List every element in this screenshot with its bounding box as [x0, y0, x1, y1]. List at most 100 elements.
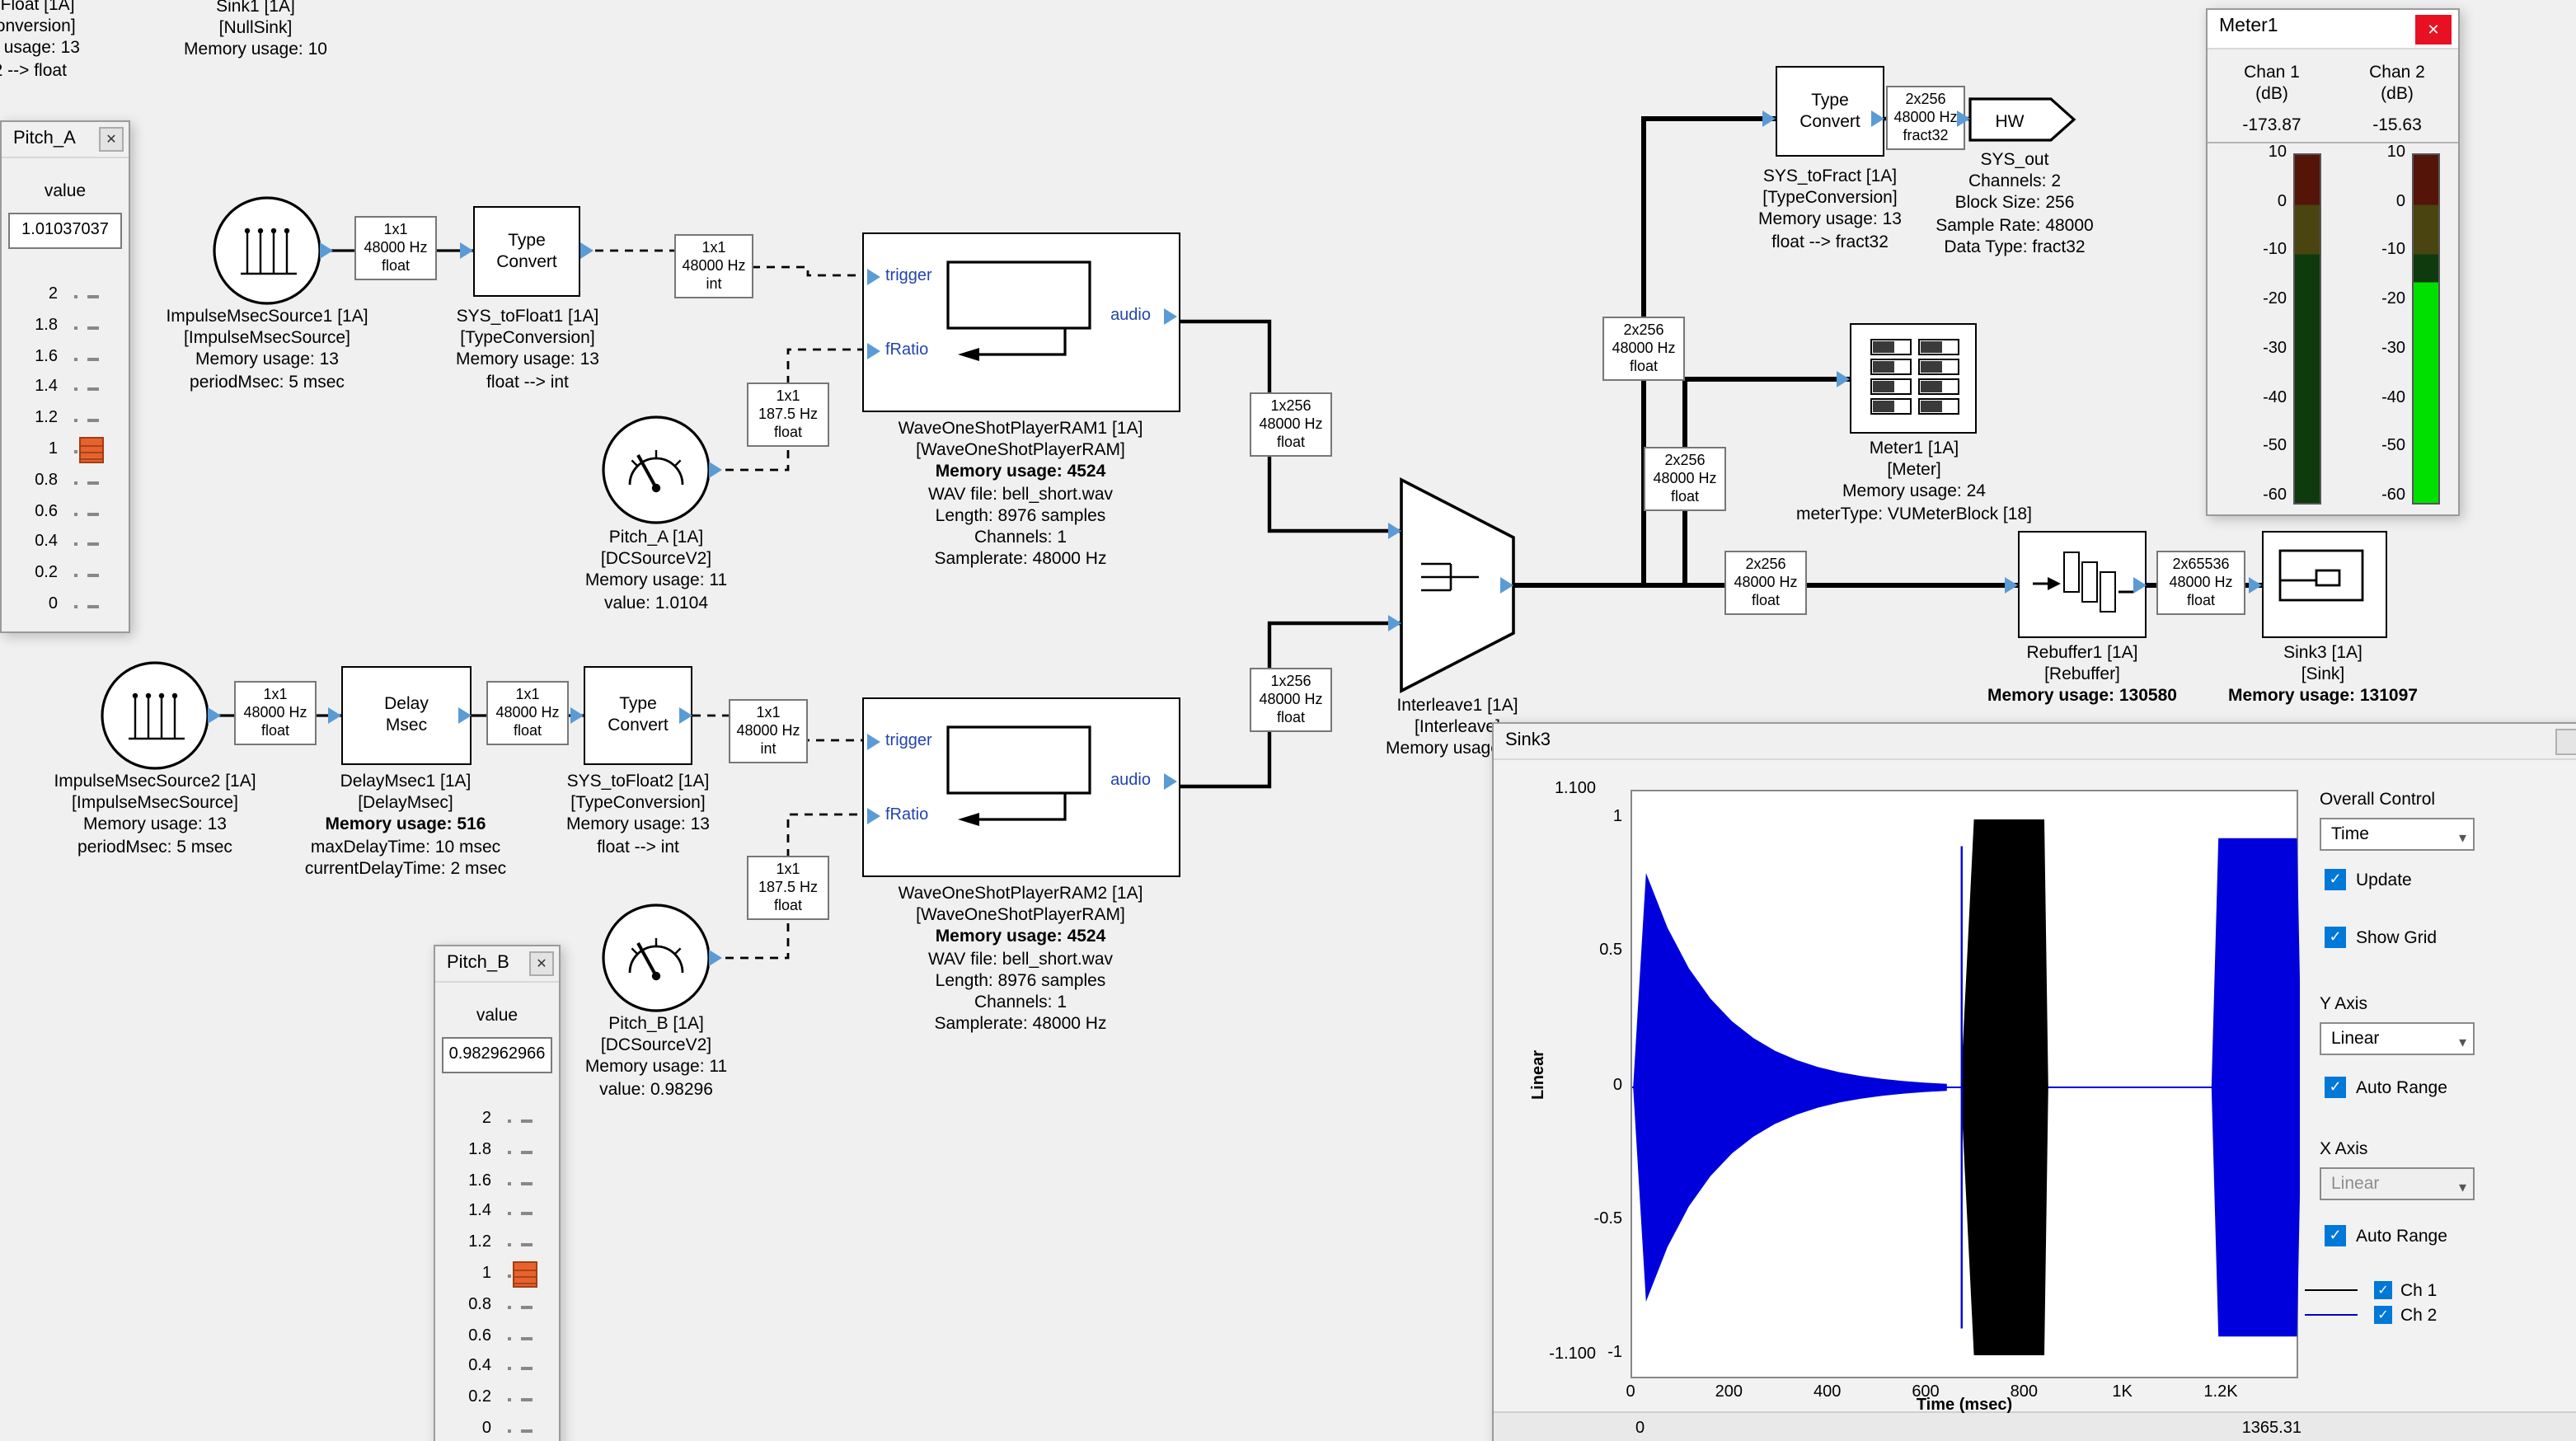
meter1-titlebar[interactable]: Meter1 ✕: [2208, 10, 2458, 49]
x-tick: 400: [1813, 1383, 1842, 1401]
tick-label: 0.8: [468, 1295, 491, 1314]
hw-output-block[interactable]: HW: [1968, 97, 2076, 142]
tick-dash: [521, 1305, 533, 1309]
block-waveoneshotplayerram2[interactable]: trigger fRatio audio: [862, 697, 1180, 877]
domain-dropdown[interactable]: Time ▾: [2320, 818, 2475, 851]
text-line: Memory usage: 13: [1758, 209, 1902, 230]
value-field[interactable]: 1.01037037: [8, 213, 122, 249]
tick-dot: [508, 1119, 511, 1123]
tick-label: 1.4: [468, 1202, 491, 1221]
tick-label: 1: [481, 1265, 491, 1283]
scope-plot[interactable]: [1631, 790, 2302, 1378]
pin-arrow-icon: [867, 734, 880, 750]
value-field[interactable]: 0.982962966: [442, 1037, 552, 1073]
text-line: fract32 --> float: [0, 60, 67, 81]
caption-wave2: WaveOneShotPlayerRAM2 [1A][WaveOneShotPl…: [856, 884, 1185, 1036]
pin-arrow-icon: [458, 707, 472, 724]
status-min: 0: [1635, 1420, 1645, 1438]
channel-value: -173.87: [2242, 115, 2302, 135]
text-line: 48000 Hz: [2169, 574, 2233, 590]
impulse-source2-icon[interactable]: [101, 661, 209, 770]
close-icon[interactable]: ✕: [2415, 15, 2452, 45]
interleave-block[interactable]: [1400, 477, 1515, 693]
pitch-b-titlebar[interactable]: Pitch_B ✕: [435, 946, 559, 983]
ch2-checkbox[interactable]: ✓ Ch 2: [2374, 1304, 2437, 1327]
impulse-source1-icon[interactable]: [213, 196, 321, 305]
pin-arrow-icon: [709, 462, 722, 478]
slider-tick: 0.6: [2, 497, 129, 528]
show-grid-checkbox[interactable]: ✓ Show Grid: [2325, 927, 2437, 950]
tick-dash: [87, 542, 99, 547]
text-line: Interleave1 [1A]: [1396, 696, 1518, 716]
window-meter1[interactable]: Meter1 ✕ Chan 1 (dB) -173.87 Chan 2 (dB)…: [2206, 8, 2460, 516]
channel2-header: Chan 2 (dB) -15.63: [2339, 63, 2455, 137]
tick-dash: [87, 357, 99, 361]
tick-dot: [74, 419, 77, 423]
text-line: 1x1: [776, 387, 800, 404]
update-checkbox[interactable]: ✓ Update: [2325, 869, 2412, 892]
block-waveoneshotplayerram1[interactable]: trigger fRatio audio: [862, 232, 1180, 412]
sink3-titlebar[interactable]: Sink3: [1494, 724, 2576, 760]
text-line: 187.5 Hz: [758, 406, 819, 422]
pin-arrow-icon: [1957, 110, 1970, 127]
text-line: [Sink]: [2301, 664, 2345, 685]
text-line: Memory usage: 10: [184, 40, 327, 60]
text-line: Memory usage: 13: [195, 350, 339, 370]
tick-dot: [508, 1150, 511, 1154]
caption-sys-tofloat2: SYS_toFloat2 [1A][TypeConversion]Memory …: [473, 772, 803, 859]
tick-dash: [87, 574, 99, 578]
control-wire: [752, 265, 866, 277]
text-line: value: 0.98296: [599, 1079, 713, 1100]
text-line: WaveOneShotPlayerRAM2 [1A]: [898, 884, 1143, 904]
checkbox-label: Ch 1: [2400, 1281, 2438, 1301]
pitch-a-titlebar[interactable]: Pitch_A ✕: [2, 122, 129, 158]
block-meter1[interactable]: [1850, 323, 1977, 434]
legend-line-ch2: [2305, 1314, 2358, 1316]
y-scale-dropdown[interactable]: Linear ▾: [2320, 1022, 2475, 1055]
pin-arrow-icon: [2249, 577, 2262, 594]
slider-handle[interactable]: [79, 437, 104, 464]
pin-label-audio: audio: [1110, 307, 1151, 325]
pin-arrow-icon: [679, 707, 692, 724]
slider-handle[interactable]: [513, 1261, 537, 1288]
slider-tick: 1: [2, 435, 129, 467]
block-rebuffer1[interactable]: [2018, 531, 2147, 638]
tick-label: 2: [481, 1110, 491, 1128]
close-icon[interactable]: ✕: [99, 127, 124, 152]
caption-wave1: WaveOneShotPlayerRAM1 [1A][WaveOneShotPl…: [856, 419, 1185, 571]
tick-label: 1.6: [468, 1171, 491, 1190]
text-line: float: [1751, 592, 1780, 608]
x-scale-dropdown[interactable]: Linear ▾: [2320, 1167, 2475, 1200]
text-line: [DCSourceV2]: [600, 549, 712, 570]
tick-label: 1.2: [35, 409, 58, 428]
tick-dot: [508, 1243, 511, 1247]
x-tick: 800: [2010, 1383, 2038, 1401]
tick-dot: [508, 1212, 511, 1216]
caption-pitch-b-src: Pitch_B [1A][DCSourceV2]Memory usage: 11…: [491, 1014, 821, 1101]
y-auto-range-checkbox[interactable]: ✓ Auto Range: [2325, 1077, 2447, 1100]
dc-source-pitch-a-icon[interactable]: [602, 415, 711, 524]
ch1-checkbox[interactable]: ✓ Ch 1: [2374, 1279, 2437, 1303]
dc-source-pitch-b-icon[interactable]: [602, 904, 711, 1012]
checkbox-checked-icon: ✓: [2374, 1281, 2392, 1299]
text-line: Convert: [608, 716, 669, 735]
window-button[interactable]: [2555, 729, 2576, 755]
block-sink3[interactable]: [2262, 531, 2387, 638]
text-line: float: [513, 722, 542, 739]
window-title: Meter1: [2219, 16, 2278, 36]
close-icon[interactable]: ✕: [529, 951, 554, 976]
x-auto-range-checkbox[interactable]: ✓ Auto Range: [2325, 1225, 2447, 1248]
